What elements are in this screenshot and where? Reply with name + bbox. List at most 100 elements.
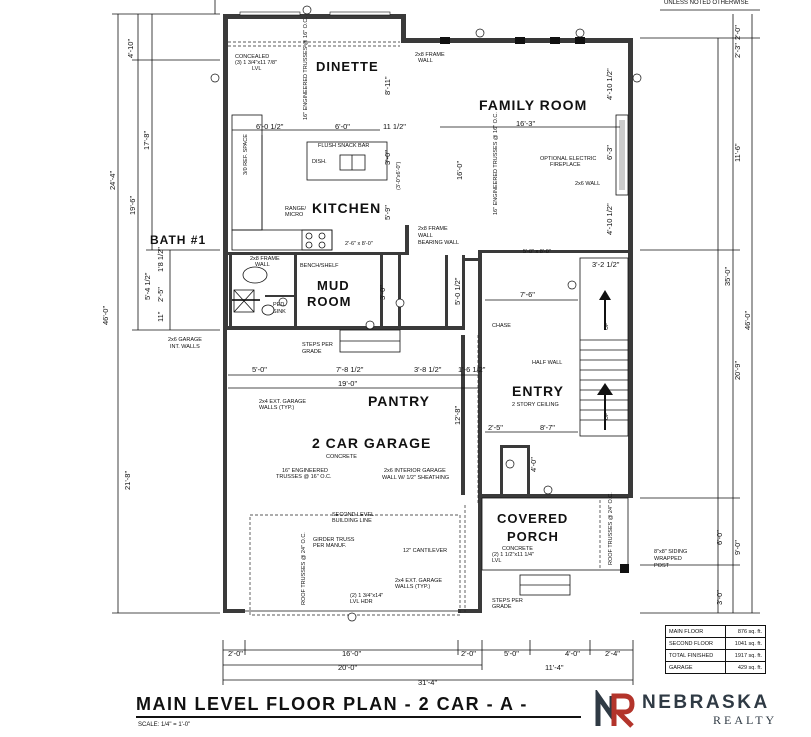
dim-24-4: 24'-4" [108,171,117,190]
note-ext-garage: 2x4 EXT. GARAGE [259,399,306,405]
dim-8-7: 8'-7" [540,423,555,432]
note-walls-typ-2: WALLS (TYP.) [395,584,430,590]
dim-16-0: 16'-0" [455,161,464,180]
dim-bot-31-4: 31'-4" [418,678,437,687]
note-trusses-family: 16" ENGINEERED TRUSSES @ 16" O.C. [493,112,499,215]
dim-16-3: 16'-3" [516,119,535,128]
dim-bot-4-0: 4'-0" [565,649,580,658]
dim-6-3: 6'-3" [605,145,614,160]
title-underline [136,716,581,718]
dim-21-8: 21'-8" [123,471,132,490]
note-bench: BENCH/SHELF [300,263,339,269]
sqft-label: SECOND FLOOR [665,637,726,650]
note-up-2: UP [604,412,610,420]
note-post-3: POST [654,563,670,569]
dim-3-0-right: 3'-0" [715,590,724,605]
room-entry: ENTRY [512,383,564,399]
note-bath-wall: WALL [255,262,270,268]
note-frame-wall: 2x8 FRAME [415,52,445,58]
dim-4-10: 4'-10" [126,39,135,58]
nr-logo-icon [595,690,635,728]
note-wall: WALL [418,58,433,64]
note-fireplace-2: FIREPLACE [550,162,581,168]
note-trusses-dinette: 16" ENGINEERED TRUSSES @ 16" O.C. [303,17,309,120]
note-steps: STEPS PER [302,342,333,348]
note-micro: MICRO [285,212,304,218]
note-bearing-wall-a: WALL [418,233,433,239]
room-garage: 2 CAR GARAGE [312,435,431,451]
plan-scale: SCALE: 1/4" = 1'-0" [138,722,191,728]
dim-3-8: 3'-8 1/2" [414,365,442,374]
room-dinette: DINETTE [316,59,379,74]
dim-4-10-5: 4'-10 1/2" [605,68,614,100]
dim-3-2: 3'-2 1/2" [592,260,620,269]
room-porch: COVERED [497,511,568,526]
dim-19-0: 19'-0" [338,379,357,388]
note-lvl-hdr-2: LVL HDR [350,599,373,605]
note-cantilever: 12" CANTILEVER [403,548,447,554]
note-steps-porch: STEPS PER [492,598,523,604]
note-girder: GIRDER TRUSS [313,537,355,543]
dim-11-6: 11'-6" [733,143,742,162]
note-per-manuf: PER MANUF. [313,543,347,549]
dim-2-3: 2'-3" [733,43,742,58]
note-int-walls: INT. WALLS [170,344,200,350]
note-sink: SINK [273,309,286,315]
room-family: FAMILY ROOM [479,97,587,113]
note-up-1: UP [604,322,610,330]
dim-bot-2-0b: 2'-0" [461,649,476,658]
dim-7-6: 7'-6" [520,290,535,299]
note-chase: CHASE [492,323,511,329]
note-bearing-frame: 2x8 FRAME [418,226,448,232]
dim-2-0-right: 2'-0" [733,25,742,40]
note-bath-frame: 2x8 FRAME [250,256,280,262]
dim-2-5: 2'-5" [488,423,503,432]
stairs [579,257,629,437]
note-fireplace: OPTIONAL ELECTRIC [540,156,596,162]
dim-6-0-right: 6'-0" [715,530,724,545]
dim-35-0: 35'-0" [723,267,732,286]
note-window-30x60: (3'-0"x6'-0") [396,162,402,190]
note-half-wall: HALF WALL [532,360,562,366]
dim-7-8: 7'-8 1/2" [336,365,364,374]
nebraska-realty-logo: NEBRASKA REALTY [590,688,805,732]
note-roof-trusses: ROOF TRUSSES @ 24" O.C. [301,532,307,605]
dim-5-4: 5'-4 1/2" [143,272,152,300]
note-garage-int: 2x6 GARAGE [168,337,202,343]
note-ped: PED. [273,302,286,308]
note-snack-bar: FLUSH SNACK BAR [318,143,369,149]
sqft-label: TOTAL FINISHED [665,649,726,662]
top-note: UNLESS NOTED OTHERWISE [664,0,749,6]
dim-17-8: 17'-8" [142,131,151,150]
dim-2-5-left: 2'-5" [156,287,165,302]
note-porch-concrete: CONCRETE [502,546,533,552]
note-roof-trusses-porch: ROOF TRUSSES @ 24" O.C. [608,492,614,565]
dim-1-6: 1'-6 1/2" [458,365,486,374]
dim-5-0b: 5'-0 1/2" [453,277,462,305]
dim-bot-2-0: 2'-0" [228,649,243,658]
note-2x6-wall: 2x6 WALL [575,181,600,187]
sqft-label: MAIN FLOOR [665,625,726,638]
dim-8-11: 8'-11" [383,76,392,95]
room-kitchen: KITCHEN [312,200,381,216]
note-interior-garage: 2x6 INTERIOR GARAGE [384,468,446,474]
sqft-value: 1041 sq. ft. [724,637,767,650]
dim-11-5: 11 1/2" [383,122,406,131]
sqft-label: GARAGE [665,661,726,674]
dim-46-0-right: 46'-0" [743,311,752,330]
note-sheathing: WALL W/ 1/2" SHEATHING [382,475,449,481]
room-bath: BATH #1 [150,233,206,247]
dim-11: 11" [156,311,165,322]
note-lvl: LVL [252,66,261,72]
dim-20-9: 20'-9" [733,361,742,380]
note-second-level: SECOND LEVEL [332,512,374,518]
note-window-26x80: 2'-6" x 8'-0" [345,241,373,247]
sqft-value: 429 sq. ft. [724,661,767,674]
note-2-story: 2 STORY CEILING [512,402,559,408]
dim-6-0-5: 6'-0 1/2" [256,122,284,131]
